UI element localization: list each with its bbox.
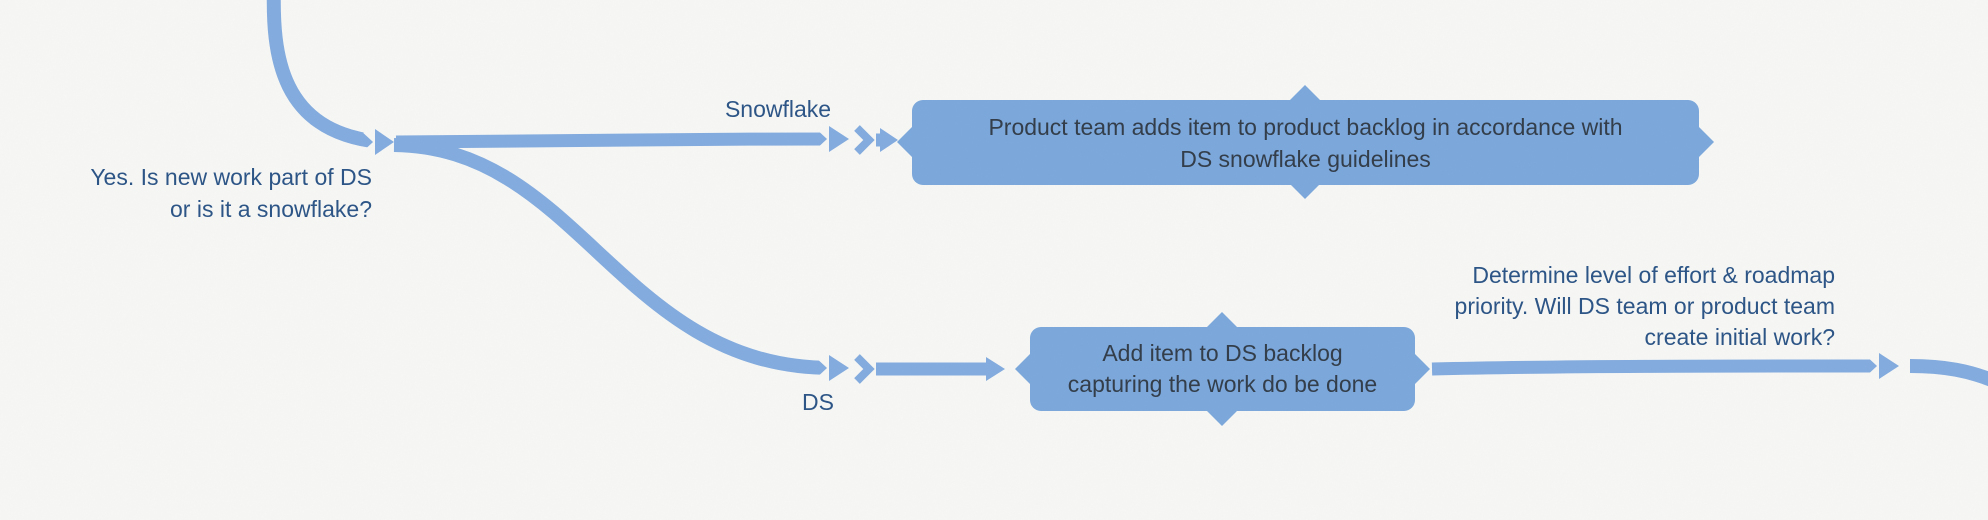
label-line: or is it a snowflake?: [170, 196, 372, 222]
node-ds-backlog-shape[interactable]: [1015, 312, 1430, 426]
connector-ds-curve[interactable]: [393, 138, 833, 375]
connector-incoming-line[interactable]: [266, 0, 381, 149]
node-text-line: Product team adds item to product backlo…: [988, 113, 1623, 140]
connector-exit-curve[interactable]: [1909, 359, 1988, 387]
node-product-backlog-text: Product team adds item to product backlo…: [912, 100, 1699, 185]
connector-ds-branch[interactable]: [393, 138, 1005, 384]
connector-next-step[interactable]: [1431, 351, 1988, 387]
chevron-right-icon: [854, 125, 875, 155]
arrowhead-icon: [1879, 353, 1899, 379]
node-text-line: capturing the work do be done: [1067, 371, 1378, 397]
label-line: create initial work?: [1644, 324, 1835, 350]
label-line: Determine level of effort & roadmap: [1472, 262, 1835, 288]
edge-label-snowflake[interactable]: Snowflake: [724, 96, 832, 122]
node-rect[interactable]: [912, 100, 1699, 185]
arrowhead-icon: [986, 357, 1005, 381]
arrowhead-icon: [880, 128, 898, 152]
node-product-backlog-shape[interactable]: [897, 85, 1714, 199]
connector-snowflake-branch[interactable]: [395, 124, 898, 155]
label-line: Yes. Is new work part of DS: [90, 164, 372, 190]
node-rect[interactable]: [1030, 327, 1415, 411]
arrowhead-icon: [375, 129, 394, 155]
node-ds-backlog-text: Add item to DS backlog capturing the wor…: [1030, 327, 1415, 411]
connector-snowflake-line[interactable]: [395, 132, 833, 149]
edge-label-ds[interactable]: DS: [802, 389, 834, 415]
arrowhead-icon: [829, 126, 849, 152]
arrowhead-icon: [829, 355, 849, 381]
node-text-line: Add item to DS backlog: [1102, 340, 1343, 366]
connector-incoming[interactable]: [266, 0, 394, 157]
label-line: priority. Will DS team or product team: [1454, 293, 1835, 319]
node-text-line: DS snowflake guidelines: [1180, 145, 1431, 172]
edge-label-yes-question[interactable]: Yes. Is new work part of DS or is it a s…: [32, 161, 372, 225]
chevron-right-icon: [854, 354, 875, 384]
connector-next-line[interactable]: [1431, 359, 1883, 376]
edge-label-determine-next[interactable]: Determine level of effort & roadmap prio…: [1395, 260, 1835, 353]
